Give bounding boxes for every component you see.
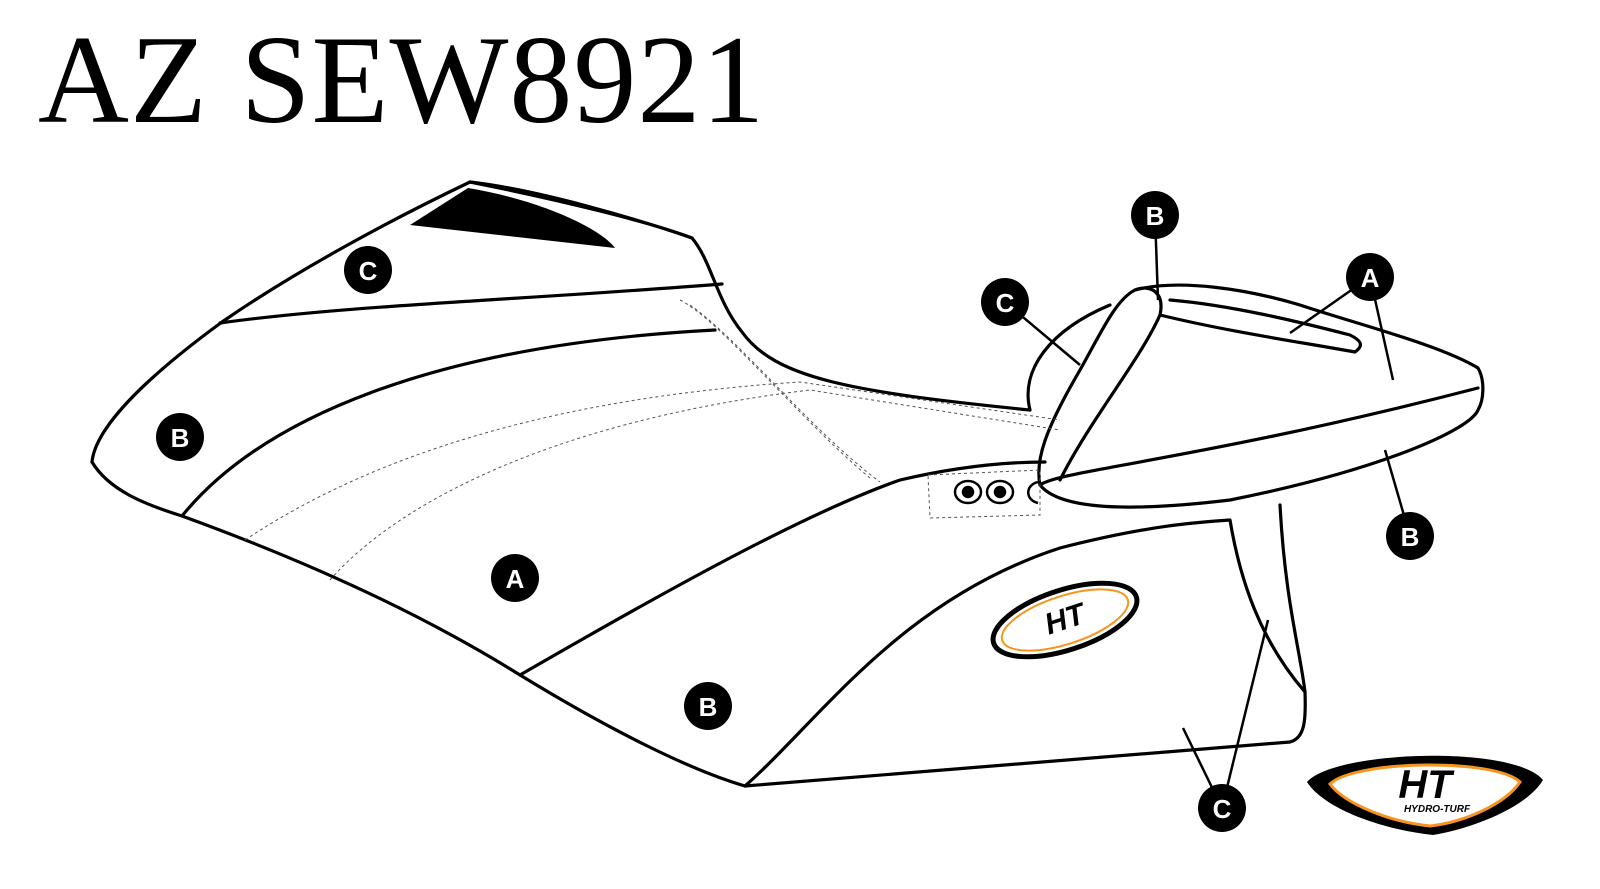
svg-text:C: C <box>359 256 378 286</box>
black-front-panel <box>410 188 615 248</box>
ab-boundary-left <box>180 328 717 518</box>
svg-text:A: A <box>1361 263 1380 293</box>
label-b-backrest-top: B <box>1131 191 1179 239</box>
svg-text:HT: HT <box>1398 763 1455 807</box>
svg-text:B: B <box>171 423 190 453</box>
rear-seat-hump <box>1026 303 1112 412</box>
label-b-front-left: B <box>156 413 204 461</box>
svg-text:B: B <box>1401 522 1420 552</box>
svg-text:HYDRO-TURF: HYDRO-TURF <box>1404 804 1471 815</box>
seat-logo: HT <box>990 580 1140 660</box>
front-cap-line <box>468 180 694 240</box>
svg-text:C: C <box>1213 794 1232 824</box>
vent-box <box>927 469 1041 519</box>
stitch-3 <box>679 299 871 479</box>
front-top-outline <box>90 180 1032 464</box>
c-panel-boundary <box>218 282 724 325</box>
stitch-2 <box>329 389 1061 581</box>
label-b-side: B <box>684 682 732 730</box>
backrest-front <box>1037 286 1163 487</box>
label-a-front-seat: A <box>491 554 539 602</box>
svg-text:B: B <box>1146 201 1165 231</box>
svg-text:A: A <box>506 564 525 594</box>
rear-deck <box>1038 283 1485 509</box>
svg-text:C: C <box>996 288 1015 318</box>
ab-boundary-right <box>518 460 1047 677</box>
label-a-rear: A <box>1346 253 1394 301</box>
hydro-turf-logo: HT HYDRO-TURF <box>1307 755 1543 835</box>
model-title: AZ SEW8921 <box>38 11 766 150</box>
rear-cutout <box>1158 298 1363 354</box>
label-b-rear: B <box>1386 512 1434 560</box>
svg-text:HT: HT <box>1041 597 1092 642</box>
stitch-4 <box>689 304 881 483</box>
label-c-front-top: C <box>344 246 392 294</box>
vent-holes <box>953 479 1039 505</box>
side-lower-line <box>743 518 1307 788</box>
label-c-backrest: C <box>981 278 1029 326</box>
svg-text:B: B <box>699 692 718 722</box>
label-c-side-lower: C <box>1198 784 1246 832</box>
stitch-1 <box>244 381 1061 541</box>
